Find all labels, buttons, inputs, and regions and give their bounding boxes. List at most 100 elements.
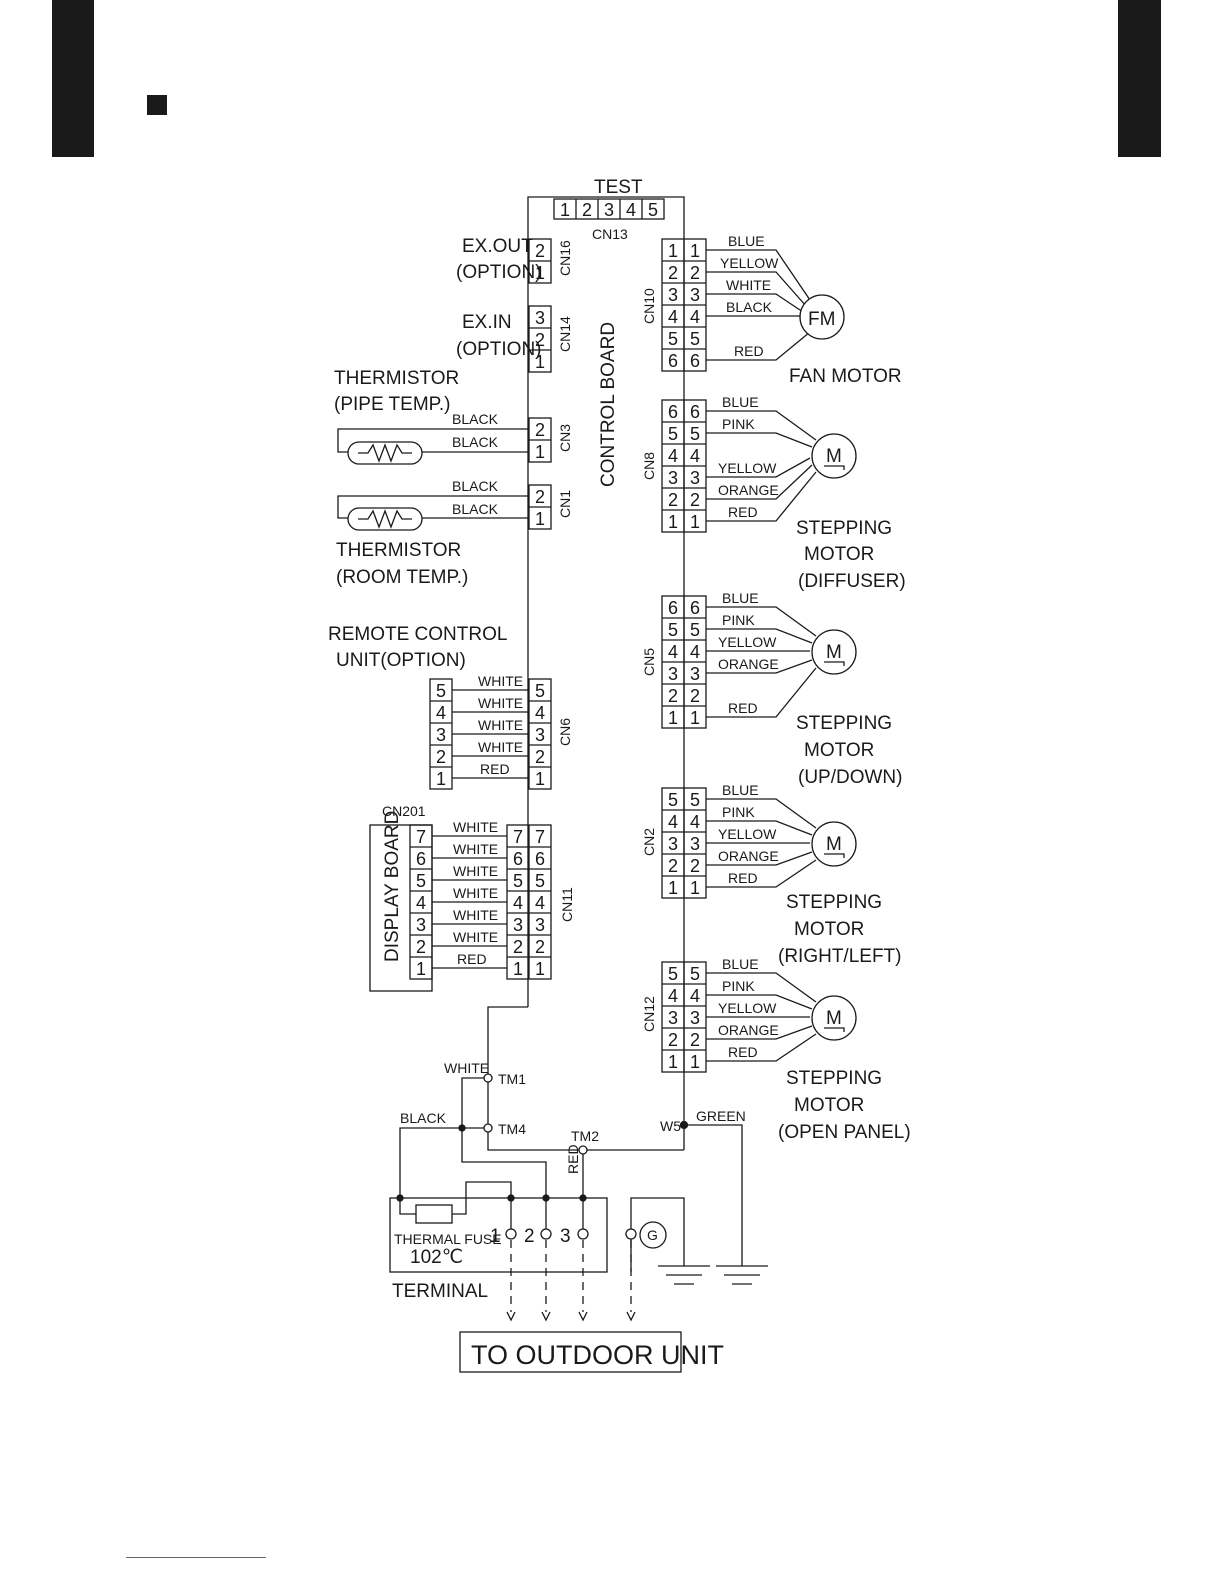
ex-out-label: EX.OUT [462, 236, 533, 257]
cn11-pin-2b: 2 [535, 937, 545, 957]
cn6-wire-label-3: WHITE [478, 717, 523, 733]
cn8-pin-3a: 3 [668, 468, 678, 488]
cn6-pin-5: 5 [535, 681, 545, 701]
updown-label-3: (UP/DOWN) [798, 767, 902, 788]
fan-motor-symbol [799, 294, 845, 340]
cn12-pin-5a: 5 [668, 964, 678, 984]
cn5-pin-5b: 5 [690, 620, 700, 640]
power-terminal-section: TM1 WHITE TM4 BLACK TM2 RED W5 GREEN [389, 1006, 768, 1373]
updown-motor-m-text: M [826, 642, 842, 663]
cn2-pin-5a: 5 [668, 790, 678, 810]
cn201-pin-4: 4 [416, 893, 426, 913]
cn16-pin-2: 2 [535, 241, 545, 261]
display-board-group: CN201 DISPLAY BOARD 7 6 5 4 3 2 1 7 7 6 … [369, 803, 575, 992]
cn11-wire-label-7: WHITE [453, 819, 498, 835]
cn2-label: CN2 [641, 828, 657, 856]
cn12-pin-3a: 3 [668, 1008, 678, 1028]
cn11-wire-label-2: WHITE [453, 929, 498, 945]
cn2-wire-yellow: YELLOW [718, 826, 777, 842]
openpanel-motor-m-text: M [826, 1008, 842, 1029]
remote-pin-5: 5 [436, 681, 446, 701]
pipe-thermistor-zigzag [358, 443, 412, 463]
stepping-openpanel-group: 5 5 4 4 3 3 2 2 1 1 CN12 BLUE PINK YELLO… [641, 956, 911, 1143]
rightleft-motor-symbol [811, 821, 857, 867]
cn201-pin-6: 6 [416, 849, 426, 869]
cn11-wire-label-6: WHITE [453, 841, 498, 857]
cn6-pin-2: 2 [535, 747, 545, 767]
cn6-pin-1: 1 [535, 769, 545, 789]
ground-terminal-node [625, 1228, 637, 1240]
ground-g-text: G [647, 1227, 658, 1243]
cn8-wire-orange: ORANGE [718, 482, 779, 498]
updown-motor-step-mark [824, 661, 845, 666]
red-wire-label: RED [565, 1144, 581, 1174]
cn12-pin-2b: 2 [690, 1030, 700, 1050]
stepping-diffuser-group: 6 6 5 5 4 4 3 3 2 2 1 1 CN8 BLUE PINK YE… [641, 394, 906, 592]
diffuser-motor-m-text: M [826, 446, 842, 467]
fan-motor-group: 1 1 2 2 3 3 4 4 5 5 6 6 CN10 BLUE YELLOW… [641, 233, 902, 387]
cn10-label: CN10 [641, 288, 657, 324]
cn12-pin-4b: 4 [690, 986, 700, 1006]
cn13-pin-2: 2 [582, 200, 592, 220]
terminal-pin-1-label: 1 [490, 1226, 501, 1247]
test-label: TEST [594, 177, 643, 198]
cn10-pin-2b: 2 [690, 263, 700, 283]
cn5-pin-5a: 5 [668, 620, 678, 640]
cn5-wire-pink: PINK [722, 612, 755, 628]
openpanel-label-2: MOTOR [794, 1095, 864, 1116]
openpanel-label-3: (OPEN PANEL) [778, 1122, 911, 1143]
cn11-pin-7b: 7 [535, 827, 545, 847]
terminal-pin-2-label: 2 [524, 1226, 535, 1247]
cn6-pin-3: 3 [535, 725, 545, 745]
cn10-pin-3a: 3 [668, 285, 678, 305]
updown-label-2: MOTOR [804, 740, 874, 761]
cn8-pin-6a: 6 [668, 402, 678, 422]
cn2-pin-3b: 3 [690, 834, 700, 854]
cn12-wire-orange: ORANGE [718, 1022, 779, 1038]
outdoor-unit-box [459, 1331, 682, 1373]
outdoor-unit-label: TO OUTDOOR UNIT [471, 1340, 724, 1370]
cn12-wire-blue: BLUE [722, 956, 759, 972]
cn1-pin-2: 2 [535, 487, 545, 507]
terminal-pin-2-node [540, 1228, 552, 1240]
cn10-wire-black: BLACK [726, 299, 773, 315]
arrow-down-icon [506, 1311, 516, 1322]
room-thermistor-element [347, 507, 423, 531]
cn2-wire-pink: PINK [722, 804, 755, 820]
cn201-pin-3: 3 [416, 915, 426, 935]
ex-in-option: (OPTION) [456, 339, 542, 360]
ex-out-group: 2 1 CN16 EX.OUT (OPTION) [456, 236, 573, 284]
cn1-label: CN1 [557, 490, 573, 518]
cn2-pin-3a: 3 [668, 834, 678, 854]
diffuser-motor-symbol [811, 433, 857, 479]
w5-label: W5 [660, 1118, 681, 1134]
cn2-wire-blue: BLUE [722, 782, 759, 798]
diffuser-motor-step-mark [824, 465, 845, 470]
cn5-wire-blue: BLUE [722, 590, 759, 606]
fan-motor-fm-text: FM [808, 309, 835, 330]
tm4-label: TM4 [498, 1121, 526, 1137]
cn1-wire-label-2: BLACK [452, 501, 499, 517]
cn8-wire-red: RED [728, 504, 758, 520]
page-edge-tab-left [52, 0, 94, 157]
cn10-wire-red: RED [734, 343, 764, 359]
terminal-label: TERMINAL [392, 1281, 488, 1302]
cn201-pin-7: 7 [416, 827, 426, 847]
stepping-updown-group: 6 6 5 5 4 4 3 3 2 2 1 1 CN5 BLUE PINK YE… [641, 590, 902, 788]
cn11-pin-1b: 1 [535, 959, 545, 979]
cn2-pin-4b: 4 [690, 812, 700, 832]
cn10-pin-3b: 3 [690, 285, 700, 305]
green-wire-label: GREEN [696, 1108, 746, 1124]
cn11-wire-label-3: WHITE [453, 907, 498, 923]
section-bullet-square [147, 95, 167, 115]
cn12-pin-5b: 5 [690, 964, 700, 984]
cn6-label: CN6 [557, 718, 573, 746]
cn3-pin-2: 2 [535, 420, 545, 440]
cn11-pin-2a: 2 [513, 937, 523, 957]
cn201-pin-1: 1 [416, 959, 426, 979]
cn1-wire-label-1: BLACK [452, 478, 499, 494]
cn8-pin-3b: 3 [690, 468, 700, 488]
terminal-pin-3-node [577, 1228, 589, 1240]
cn11-pin-4b: 4 [535, 893, 545, 913]
